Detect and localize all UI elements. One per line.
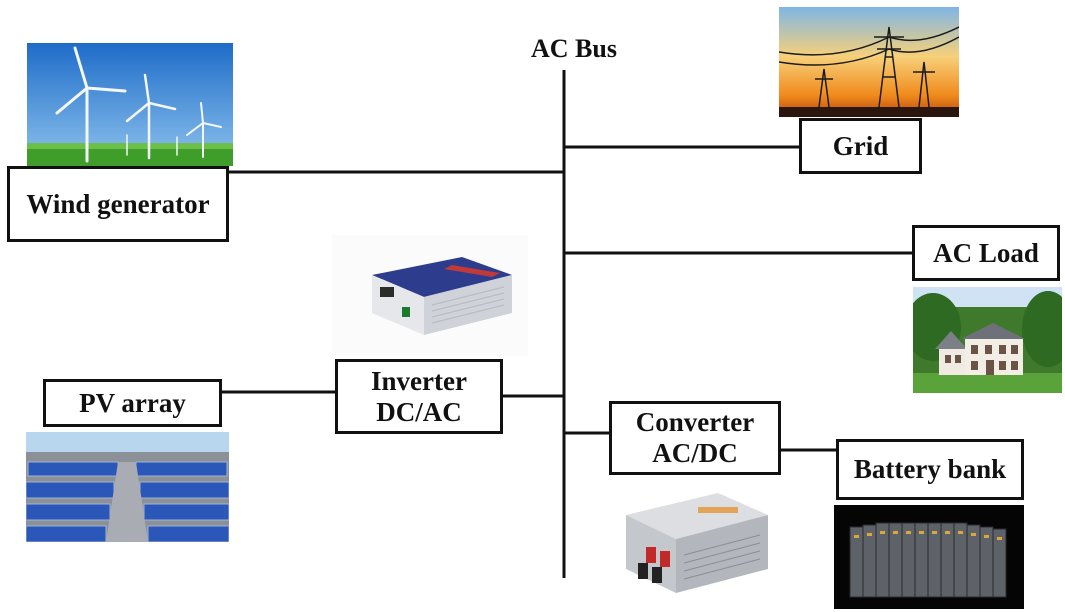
pv-array-box: PV array [43, 379, 222, 427]
battery-bank-label: Battery bank [853, 454, 1007, 484]
wind-turbines-photo [27, 43, 233, 166]
converter-label-line2: AC/DC [652, 438, 738, 468]
wind-generator-box: Wind generator [7, 166, 229, 242]
converter-device-photo [608, 485, 781, 600]
grid-label: Grid [832, 130, 889, 161]
ac-load-label: AC Load [933, 237, 1039, 268]
battery-rack-photo [834, 505, 1024, 609]
grid-box: Grid [799, 118, 922, 174]
solar-panels-photo [26, 432, 229, 542]
house-photo [913, 287, 1062, 393]
ac-bus-label: AC Bus [531, 34, 617, 63]
inverter-label-line2: DC/AC [376, 396, 462, 427]
inverter-label-line1: Inverter [371, 365, 467, 396]
converter-label-line1: Converter [635, 407, 755, 437]
transmission-tower-photo [779, 7, 959, 117]
battery-bank-box: Battery bank [836, 439, 1024, 500]
pv-array-label: PV array [79, 387, 186, 418]
converter-box: Converter AC/DC [609, 401, 781, 475]
inverter-device-photo [332, 235, 528, 356]
wind-generator-label: Wind generator [26, 188, 210, 219]
inverter-box: Inverter DC/AC [335, 359, 503, 434]
ac-load-box: AC Load [912, 225, 1060, 281]
